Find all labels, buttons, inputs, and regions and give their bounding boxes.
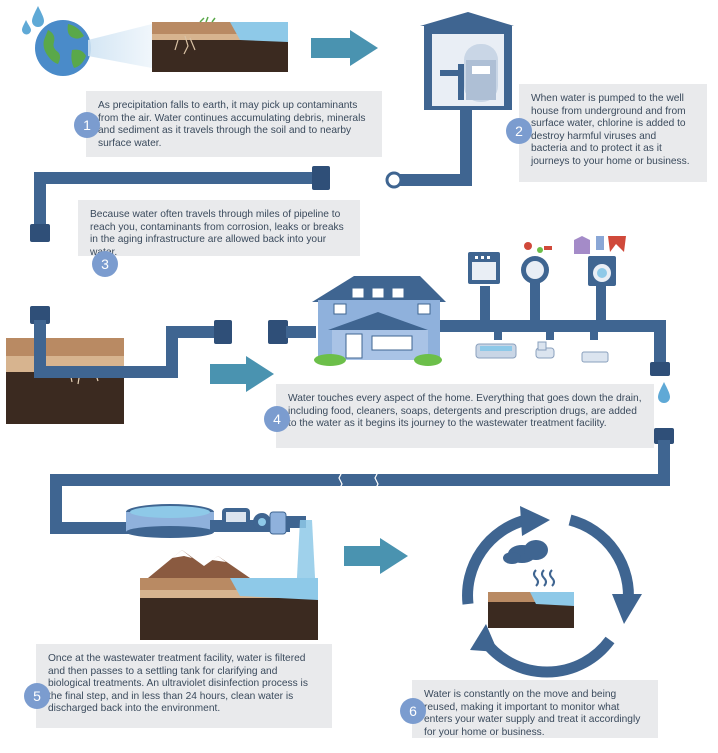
zoom-beam — [88, 24, 152, 68]
bathtub-icon — [475, 343, 517, 359]
recycle-arrowheads — [470, 506, 642, 652]
step-3-description: Because water often travels through mile… — [78, 200, 360, 258]
clothes-icon — [574, 236, 626, 254]
raindrop-icon — [658, 382, 670, 403]
pipe-break-marks — [338, 471, 379, 491]
toilet-icon — [535, 341, 555, 359]
flow-arrow-icon — [311, 30, 378, 66]
step-2-badge: 2 — [506, 118, 532, 144]
cloud-icon — [503, 540, 548, 564]
stove-icon — [468, 252, 500, 284]
soil-cross-section — [152, 16, 288, 72]
pipe-well-house — [385, 106, 472, 189]
pipeline-step-3 — [30, 166, 330, 242]
pipe-to-treatment — [50, 428, 674, 534]
cycle-soil — [488, 592, 574, 628]
house-icon — [312, 276, 446, 366]
step-3-badge: 3 — [92, 251, 118, 277]
earth-icon — [35, 20, 91, 76]
flow-arrow-icon — [210, 356, 274, 392]
mountain-icon — [140, 550, 318, 640]
steam-icon — [533, 569, 555, 587]
step-4-description: Water touches every aspect of the home. … — [276, 384, 654, 448]
pipe-house-main — [440, 282, 670, 376]
step-4-badge: 4 — [264, 406, 290, 432]
step-5-description: Once at the wastewater treatment facilit… — [36, 644, 332, 728]
food-plate-icon — [521, 242, 552, 284]
washing-machine-icon — [588, 256, 616, 286]
pipe-house-feed — [268, 320, 316, 344]
discharge-pipe — [286, 516, 316, 596]
uv-disinfection-icon — [210, 508, 290, 535]
step-1-description: As precipitation falls to earth, it may … — [86, 91, 382, 157]
sink-icon — [581, 351, 609, 363]
step-1-badge: 1 — [74, 112, 100, 138]
step-5-badge: 5 — [24, 683, 50, 709]
recycle-arrows-icon — [462, 514, 634, 678]
ground-cross-section — [6, 338, 124, 424]
flow-arrow-icon — [344, 538, 408, 574]
raindrop-icon — [22, 6, 44, 35]
well-house-icon — [420, 12, 514, 110]
step-6-badge: 6 — [400, 698, 426, 724]
step-2-description: When water is pumped to the well house f… — [519, 84, 707, 182]
pipe-underground — [30, 306, 232, 378]
step-6-description: Water is constantly on the move and bein… — [412, 680, 658, 738]
settling-tank-icon — [126, 504, 214, 538]
